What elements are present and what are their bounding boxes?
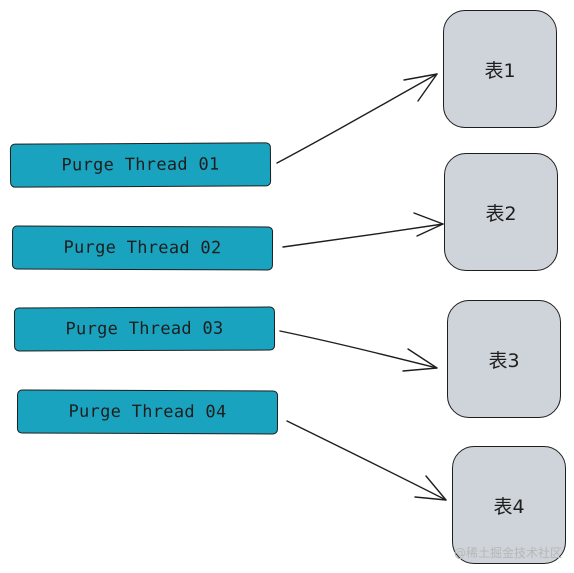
purge-thread-01-label: Purge Thread 01 — [61, 154, 220, 176]
arrow-thread4-to-table4 — [286, 420, 447, 501]
table-1-label: 表1 — [484, 59, 516, 82]
arrow-thread3-to-table3 — [279, 330, 438, 372]
purge-thread-03-box: Purge Thread 03 — [13, 306, 276, 352]
arrow-thread1-to-table1 — [276, 73, 438, 164]
purge-thread-03-label: Purge Thread 03 — [65, 318, 224, 340]
table-2-label: 表2 — [485, 202, 517, 225]
table-4-box: 表4 — [452, 446, 566, 564]
arrow-thread2-to-table2 — [282, 212, 444, 248]
table-3-label: 表3 — [488, 349, 520, 372]
table-4-label: 表4 — [493, 495, 525, 518]
table-2-box: 表2 — [444, 153, 558, 271]
purge-thread-04-label: Purge Thread 04 — [68, 401, 227, 423]
purge-thread-02-label: Purge Thread 02 — [63, 237, 222, 259]
table-1-box: 表1 — [443, 10, 557, 128]
table-3-box: 表3 — [447, 300, 561, 418]
purge-thread-02-box: Purge Thread 02 — [11, 225, 274, 271]
purge-thread-01-box: Purge Thread 01 — [9, 142, 272, 188]
watermark-text: @稀土掘金技术社区 — [453, 546, 562, 560]
purge-thread-04-box: Purge Thread 04 — [16, 389, 279, 435]
